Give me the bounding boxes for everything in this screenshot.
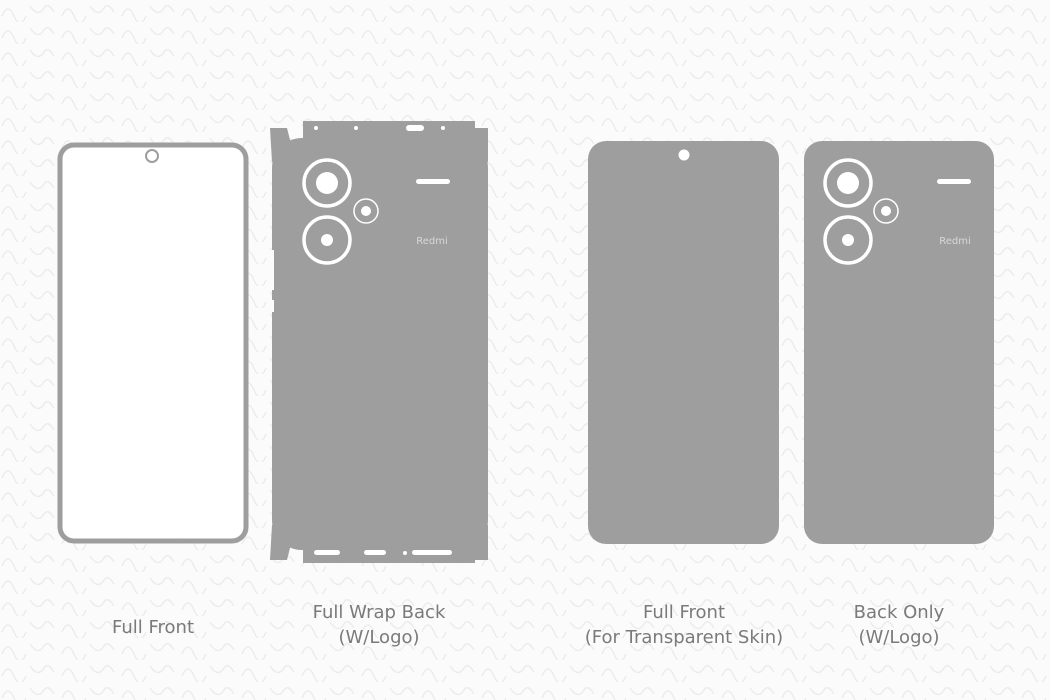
label-line: (For Transparent Skin)	[584, 627, 784, 648]
front-camera-hole-icon	[145, 149, 159, 163]
brand-logo: Redmi	[416, 236, 448, 247]
full-front-template	[57, 142, 249, 544]
label-line: Back Only	[853, 602, 945, 623]
label-full-wrap-back: Full Wrap Back (W/Logo)	[249, 600, 509, 650]
label-full-front: Full Front	[23, 615, 283, 640]
transparent-front-template	[588, 141, 779, 544]
front-camera-hole-icon	[678, 149, 690, 161]
back-only-template: Redmi	[804, 141, 994, 544]
label-line: Full Front	[111, 617, 195, 638]
brand-logo: Redmi	[939, 236, 971, 247]
label-line: (W/Logo)	[338, 627, 420, 648]
label-transparent-front: Full Front (For Transparent Skin)	[554, 600, 814, 650]
full-wrap-back-template: Redmi	[268, 121, 488, 563]
label-line: Full Front	[642, 602, 726, 623]
label-line: (W/Logo)	[858, 627, 940, 648]
label-back-only: Back Only (W/Logo)	[769, 600, 1029, 650]
camera-module-icon	[823, 158, 899, 265]
label-line: Full Wrap Back	[312, 602, 446, 623]
camera-module-icon	[302, 158, 379, 265]
